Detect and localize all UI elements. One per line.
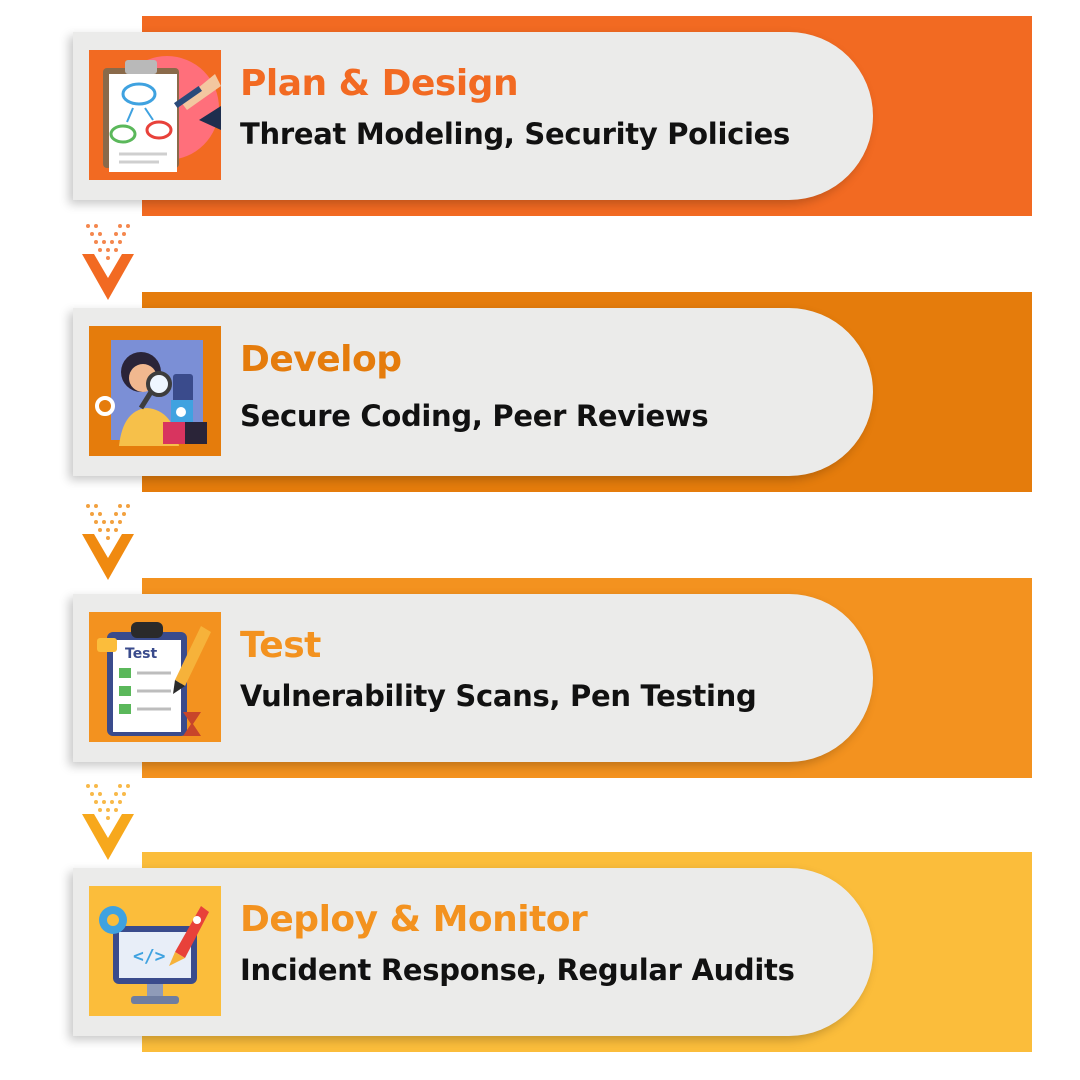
test-checklist-icon: Test [89,612,221,742]
stage-subtitle: Vulnerability Scans, Pen Testing [240,679,757,713]
stage-subtitle: Incident Response, Regular Audits [240,953,795,987]
stage-test: Test Test Vulnerability Scans, Pen Testi… [0,578,1080,798]
developer-magnifier-icon [89,326,221,456]
svg-text:Test: Test [125,646,158,662]
stage-card: Plan & Design Threat Modeling, Security … [73,32,873,200]
svg-text:</>: </> [133,946,166,967]
stage-title: Test [240,625,321,666]
stage-subtitle: Threat Modeling, Security Policies [240,117,790,151]
chevron-down-arrow-icon [80,500,136,582]
stage-card: Test Test Vulnerability Scans, Pen Testi… [73,594,873,762]
chevron-down-arrow-icon [80,780,136,862]
stage-title: Develop [240,339,402,380]
stage-plan-design: Plan & Design Threat Modeling, Security … [0,16,1080,236]
stage-subtitle: Secure Coding, Peer Reviews [240,399,709,433]
chevron-down-arrow-icon [80,220,136,302]
rocket-monitor-icon: </> [89,886,221,1016]
stage-deploy-monitor: </> Deploy & Monitor Incident Response, … [0,852,1080,1072]
stage-card: Develop Secure Coding, Peer Reviews [73,308,873,476]
stage-develop: Develop Secure Coding, Peer Reviews [0,292,1080,512]
clipboard-diagram-icon [89,50,221,180]
stage-card: </> Deploy & Monitor Incident Response, … [73,868,873,1036]
stage-title: Deploy & Monitor [240,899,588,940]
stage-title: Plan & Design [240,63,519,104]
